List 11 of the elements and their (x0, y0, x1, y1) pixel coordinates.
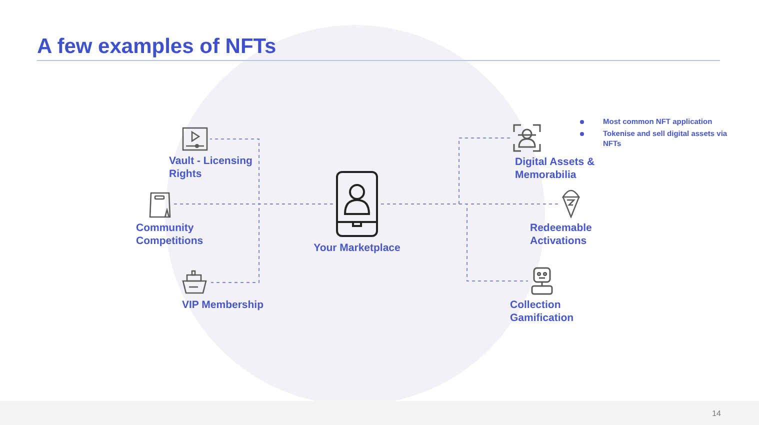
node-label: Vault - Licensing Rights (169, 155, 254, 181)
node-label: Collection Gamification (510, 299, 575, 325)
node-label: VIP Membership (182, 299, 264, 312)
dashed-connector (380, 204, 528, 282)
slide-title: A few examples of NFTs (37, 36, 276, 57)
page-number: 14 (712, 408, 721, 420)
node-label: Your Marketplace (314, 242, 400, 255)
node-label: Community Competitions (136, 222, 204, 248)
dashed-connector (210, 204, 334, 283)
node-label: Digital Assets & Memorabilia (515, 156, 596, 182)
node-label: Redeemable Activations (530, 222, 593, 248)
